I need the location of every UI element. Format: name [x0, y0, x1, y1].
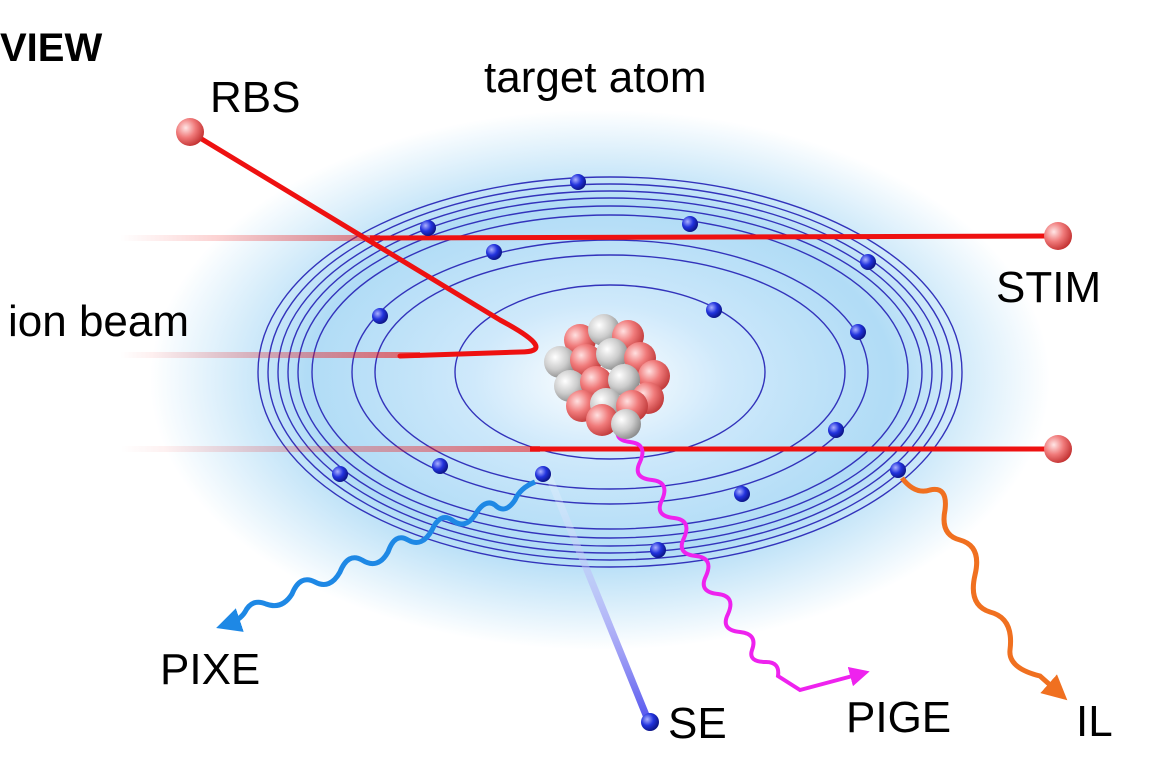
se-label: SE: [668, 699, 727, 748]
view-heading: VIEW: [0, 26, 103, 70]
pige-label: PIGE: [846, 693, 952, 742]
pige-photon: [611, 403, 870, 693]
pixe-photon: [216, 479, 536, 632]
rbs-label: RBS: [210, 73, 301, 122]
stim-ion: [1044, 222, 1072, 250]
il-label: IL: [1076, 697, 1113, 746]
pixe-label: PIXE: [160, 645, 261, 694]
ion-beam-label: ion beam: [8, 297, 190, 346]
target-atom-label: target atom: [484, 53, 707, 102]
il-photon: [900, 476, 1068, 701]
nucleus: [544, 314, 670, 439]
stim-label: STIM: [996, 263, 1102, 312]
rbs-ion: [176, 118, 204, 146]
transmitted-ion: [1044, 435, 1072, 463]
electrons: [332, 174, 906, 558]
se-trajectory: [544, 470, 652, 724]
ion-beam-lines: [120, 233, 1049, 452]
se-electron: [641, 713, 659, 731]
rbs-trajectory: [197, 135, 539, 359]
electron-orbits: [257, 176, 963, 568]
